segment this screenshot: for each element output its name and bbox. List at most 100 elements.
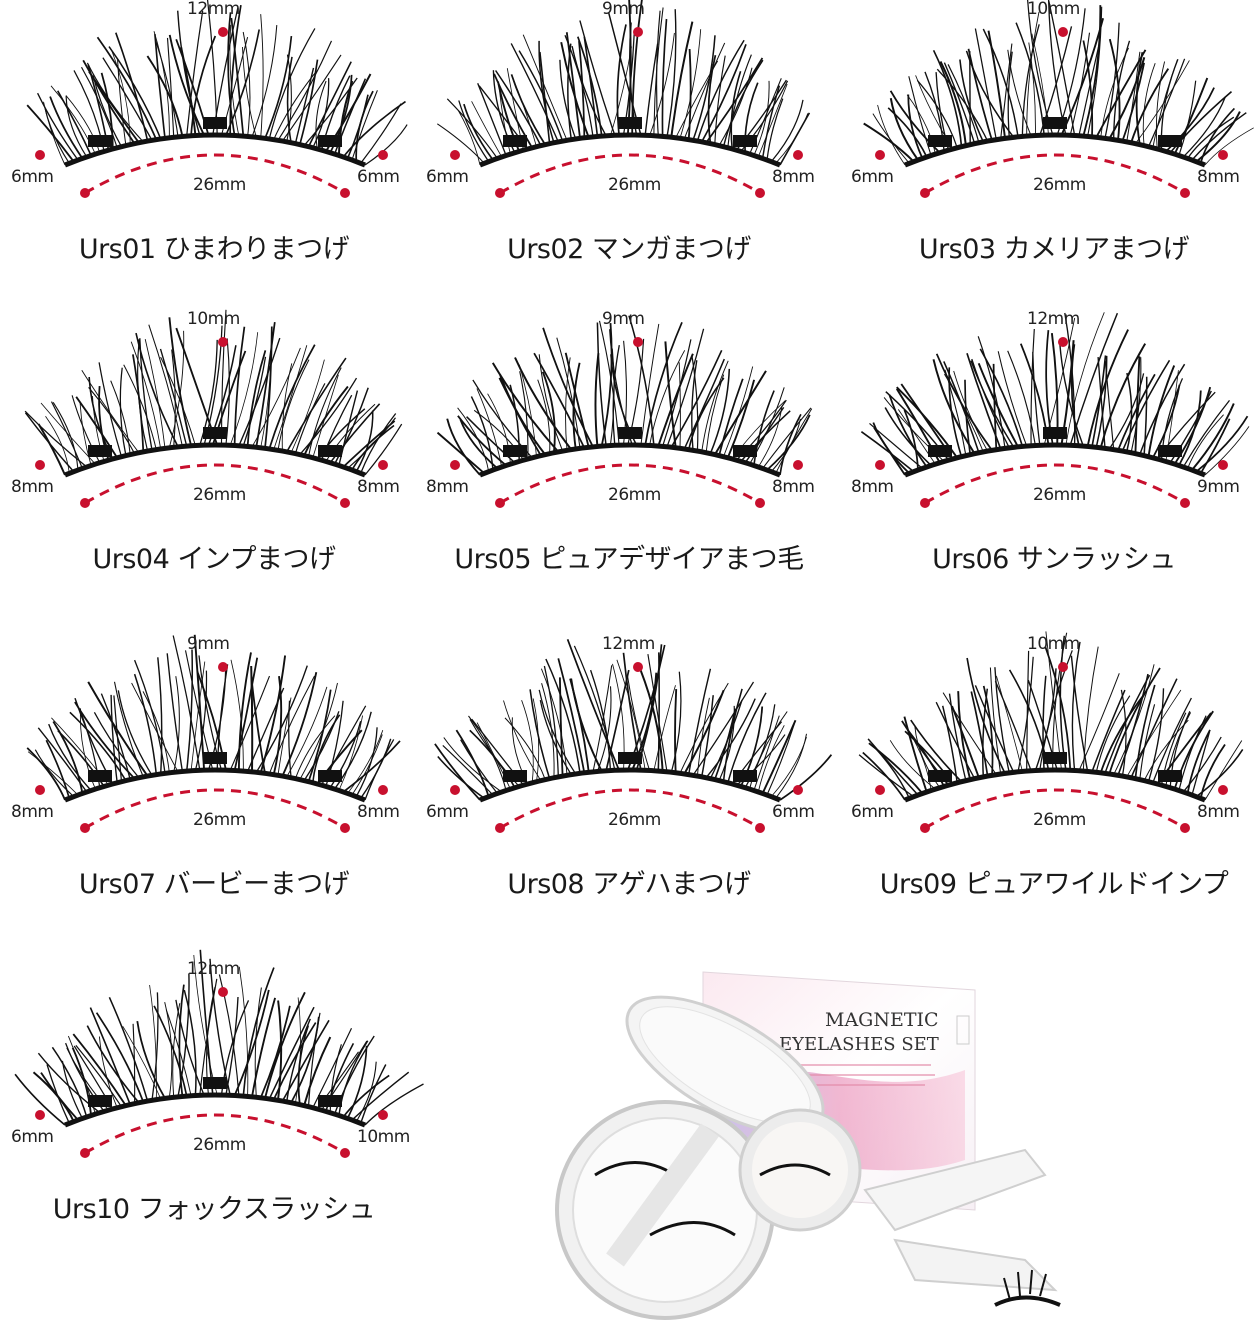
lash-strands (436, 0, 811, 166)
width-label: 26mm (608, 485, 661, 505)
measure-dot (793, 785, 803, 795)
lash-illustration (434, 639, 833, 833)
right-length-label: 8mm (772, 477, 815, 497)
lash-strands (14, 949, 424, 1126)
lash-style-name: Urs07 バービーまつげ (78, 869, 350, 900)
measure-dot (495, 188, 505, 198)
right-length-label: 8mm (357, 802, 400, 822)
measure-dot (35, 460, 45, 470)
measure-dot (218, 27, 228, 37)
measure-dot (1058, 27, 1068, 37)
magnet (503, 770, 527, 782)
right-length-label: 8mm (1197, 802, 1240, 822)
measure-dot (495, 823, 505, 833)
magnet (318, 135, 342, 147)
center-length-label: 12mm (1027, 309, 1080, 329)
right-length-label: 6mm (357, 167, 400, 187)
measure-dot (920, 188, 930, 198)
left-length-label: 8mm (851, 477, 894, 497)
width-arc (499, 153, 761, 195)
magnet (88, 135, 112, 147)
magnet (203, 1077, 227, 1089)
center-length-label: 9mm (602, 309, 645, 329)
width-arc (924, 153, 1186, 195)
width-label: 26mm (1033, 485, 1086, 505)
measure-dot (378, 460, 388, 470)
left-length-label: 6mm (426, 167, 469, 187)
right-length-label: 8mm (1197, 167, 1240, 187)
lash-style-name: Urs03 カメリアまつげ (918, 234, 1190, 265)
width-arc (84, 788, 346, 830)
measure-dot (793, 460, 803, 470)
magnet (618, 752, 642, 764)
measure-dot (80, 823, 90, 833)
box-title-line1: MAGNETIC (825, 1009, 939, 1031)
measure-dot (755, 823, 765, 833)
lash-illustration (14, 949, 424, 1158)
measure-dot (80, 1148, 90, 1158)
left-length-label: 8mm (11, 477, 54, 497)
measure-dot (1058, 337, 1068, 347)
lash-strands (858, 631, 1244, 801)
magnet (503, 445, 527, 457)
measure-dot (633, 337, 643, 347)
lash-band (64, 767, 366, 803)
magnet (203, 427, 227, 439)
lash-style-name: Urs02 マンガまつげ (507, 234, 751, 265)
lash-illustration (436, 315, 813, 508)
center-length-label: 12mm (187, 959, 240, 979)
lash-style-name: Urs08 アゲハまつげ (507, 869, 751, 900)
width-label: 26mm (193, 175, 246, 195)
magnet (928, 770, 952, 782)
width-arc (499, 463, 761, 505)
center-length-label: 12mm (187, 0, 240, 19)
lash-strands (26, 0, 408, 166)
measure-dot (340, 1148, 350, 1158)
lash-illustration (26, 634, 401, 833)
lash-illustration (24, 309, 403, 508)
lash-strands (863, 0, 1254, 166)
left-length-label: 6mm (426, 802, 469, 822)
measure-dot (340, 188, 350, 198)
lash-style-name: Urs05 ピュアデザイアまつ毛 (454, 544, 804, 575)
measure-dot (1180, 188, 1190, 198)
measure-dot (1180, 498, 1190, 508)
measure-dot (340, 823, 350, 833)
measure-dot (633, 27, 643, 37)
right-length-label: 9mm (1197, 477, 1240, 497)
center-length-label: 10mm (1027, 0, 1080, 19)
width-label: 26mm (193, 485, 246, 505)
width-arc (84, 463, 346, 505)
measure-dot (218, 662, 228, 672)
magnet (88, 770, 112, 782)
measure-dot (340, 498, 350, 508)
measure-dot (1218, 785, 1228, 795)
measure-dot (1180, 823, 1190, 833)
magnet (618, 117, 642, 129)
center-length-label: 10mm (1027, 634, 1080, 654)
width-arc (84, 1113, 346, 1155)
measure-dot (450, 460, 460, 470)
width-label: 26mm (1033, 175, 1086, 195)
measure-dot (35, 785, 45, 795)
lash-band (64, 442, 366, 478)
measure-dot (218, 987, 228, 997)
compact-case (555, 995, 862, 1320)
right-length-label: 8mm (772, 167, 815, 187)
lash-style-name: Urs09 ピュアワイルドインプ (879, 869, 1229, 900)
measure-dot (80, 498, 90, 508)
magnet (88, 445, 112, 457)
measure-dot (35, 150, 45, 160)
lash-style-name: Urs04 インプまつげ (92, 544, 336, 575)
width-arc (924, 788, 1186, 830)
left-length-label: 6mm (11, 1127, 54, 1147)
left-length-label: 6mm (851, 167, 894, 187)
measure-dot (35, 1110, 45, 1120)
measure-dot (875, 460, 885, 470)
measure-dot (920, 823, 930, 833)
magnet (1043, 117, 1067, 129)
magnet (203, 117, 227, 129)
measure-dot (378, 150, 388, 160)
